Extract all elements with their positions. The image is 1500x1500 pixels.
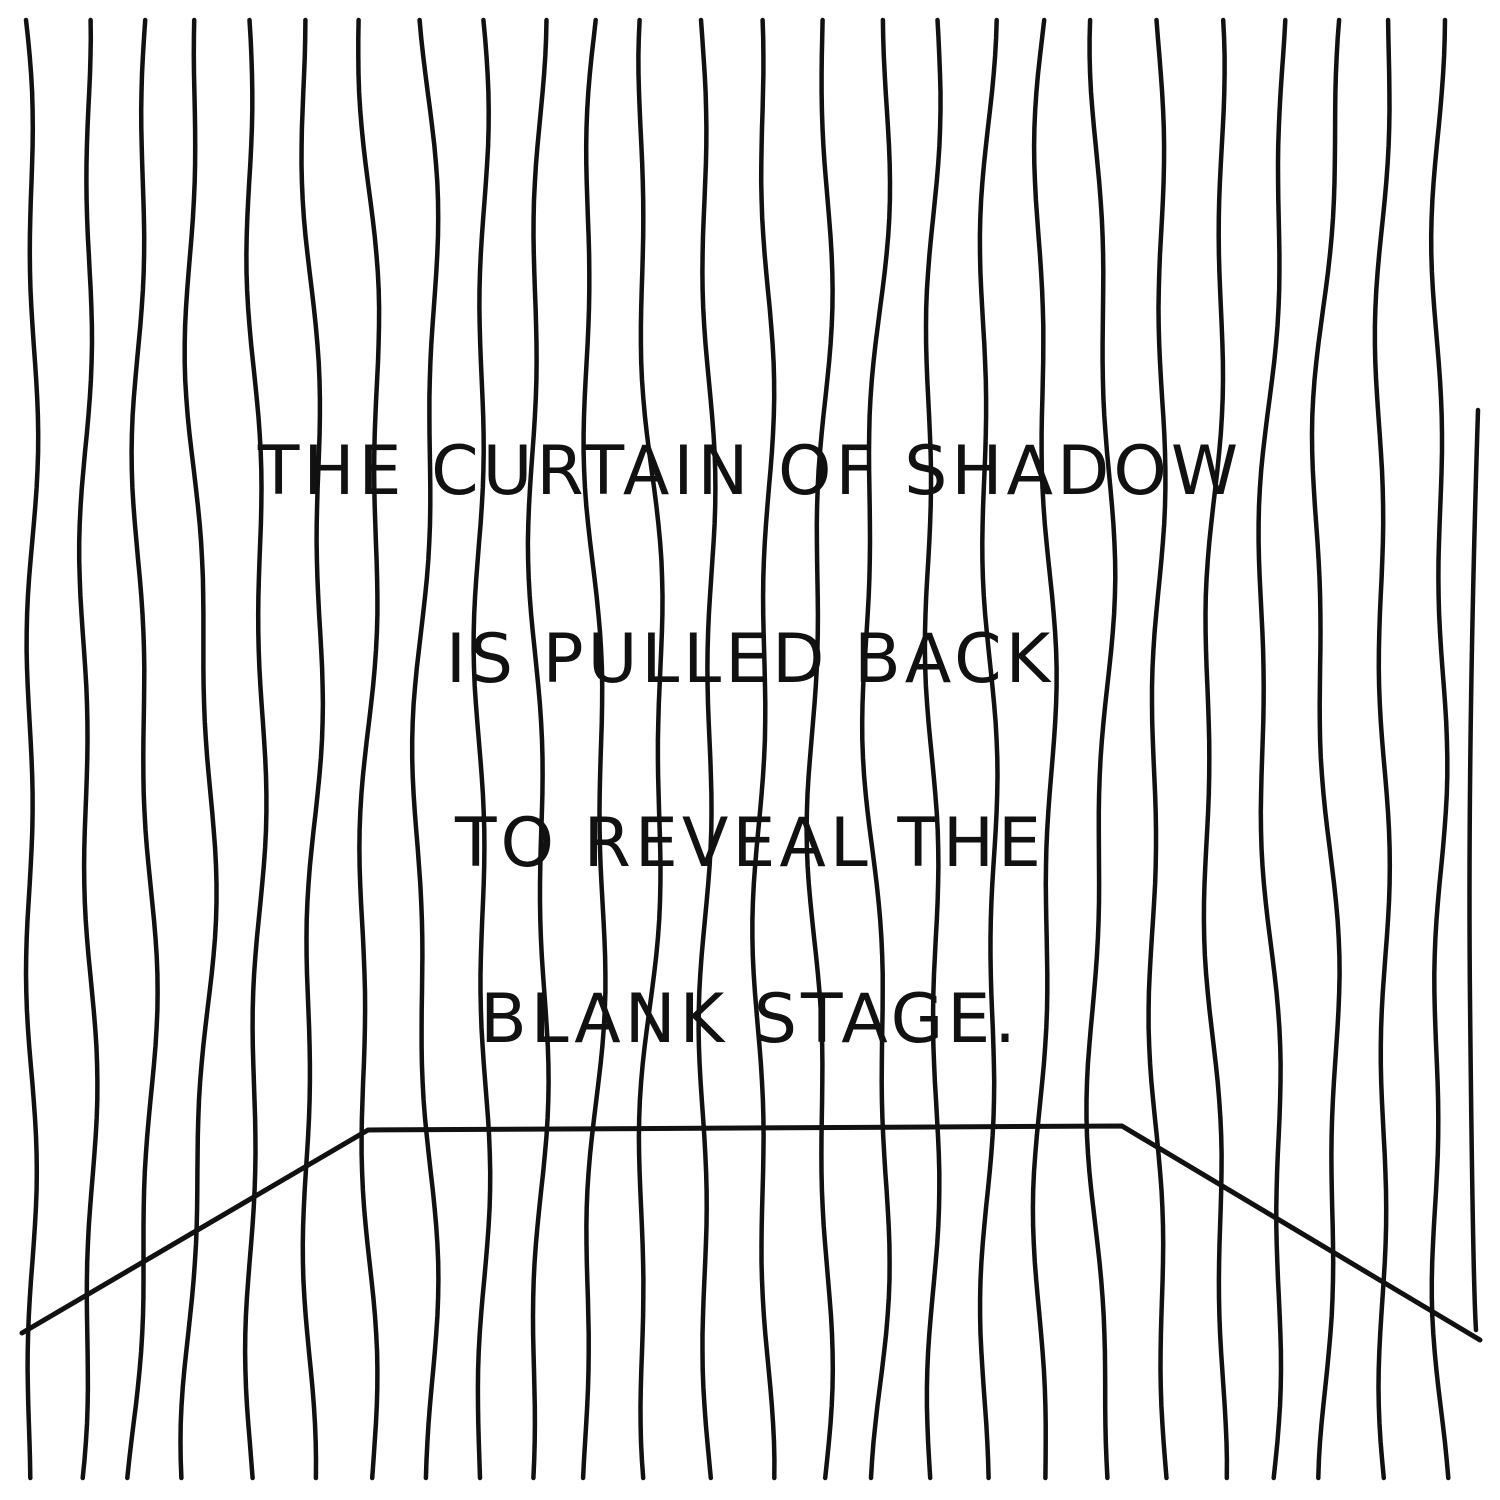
curtain-stripe — [1309, 17, 1342, 1481]
caption-line-1: THE CURTAIN OF SHADOW — [257, 432, 1243, 511]
curtain-stripe — [409, 17, 441, 1481]
curtain-stripe-edge — [1467, 407, 1481, 1333]
curtain-stripe — [1030, 17, 1059, 1481]
curtain-stripes — [23, 17, 1481, 1481]
curtain-stripe — [750, 17, 777, 1481]
curtain-stripe — [1146, 17, 1169, 1481]
curtain-stripe — [125, 17, 160, 1481]
curtain-stripe — [23, 17, 41, 1481]
curtain-stripe — [696, 17, 718, 1481]
curtain-stripe — [804, 17, 836, 1481]
caption-line-2: IS PULLED BACK — [445, 620, 1055, 699]
curtain-stripe — [922, 17, 943, 1481]
curtain-stripe — [1428, 17, 1451, 1481]
curtain-stripe — [299, 17, 326, 1481]
curtain-stripe — [636, 17, 665, 1481]
curtain-stripe — [1084, 17, 1118, 1481]
curtain-stripe — [859, 17, 893, 1481]
caption-line-3: TO REVEAL THE — [454, 804, 1046, 883]
curtain-stripe — [1201, 17, 1230, 1481]
curtain-stripe — [1256, 17, 1288, 1481]
curtain-stripe — [242, 17, 269, 1481]
curtain-stripe — [76, 17, 100, 1481]
curtain-stripe — [525, 17, 551, 1481]
caption-line-4: BLANK STAGE. — [480, 980, 1020, 1059]
curtain-stripe — [977, 17, 1000, 1481]
curtain-stripe — [471, 17, 493, 1481]
curtain-stripe — [1372, 17, 1393, 1481]
curtain-stripe — [356, 17, 382, 1481]
curtain-stripe — [580, 17, 608, 1481]
curtain-stripe — [178, 17, 219, 1481]
stage-outline — [19, 1123, 1483, 1343]
